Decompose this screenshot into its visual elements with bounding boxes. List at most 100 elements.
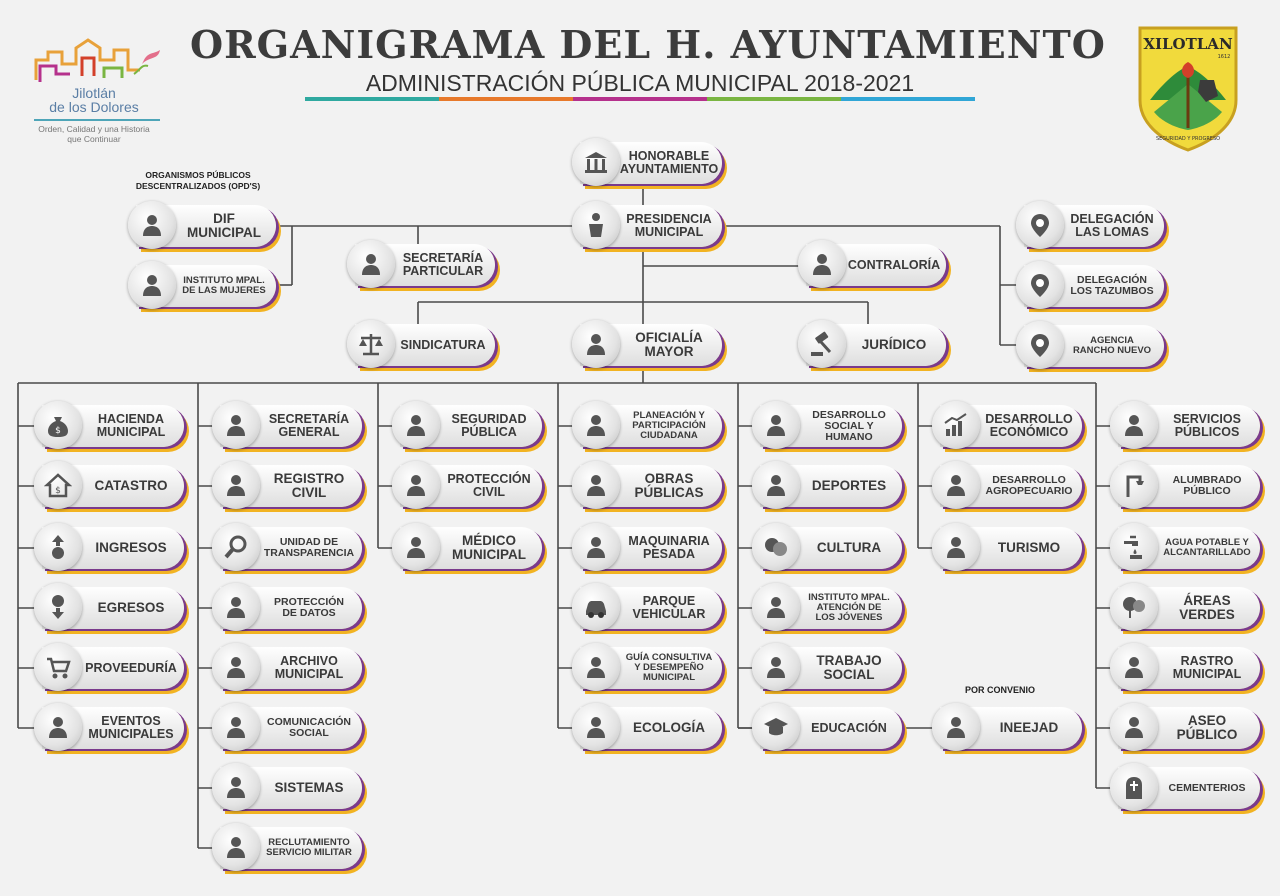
title-color-stripe bbox=[305, 97, 975, 101]
ledger-money-icon bbox=[798, 240, 846, 288]
coin-arrow-down-icon bbox=[34, 583, 82, 631]
org-node-label: PROTECCIÓN DE DATOS bbox=[273, 596, 344, 619]
soldier-flag-icon bbox=[212, 823, 260, 871]
graduation-cap-icon bbox=[752, 703, 800, 751]
org-node-label: MÉDICO MUNICIPAL bbox=[452, 533, 526, 562]
org-node-label: AGENCIA RANCHO NUEVO bbox=[1072, 335, 1152, 356]
org-node-label: CEMENTERIOS bbox=[1168, 781, 1246, 794]
org-node-juridico: JURÍDICO bbox=[798, 320, 946, 368]
balance-scale-icon bbox=[347, 320, 395, 368]
consultant-icon bbox=[572, 643, 620, 691]
services-icon bbox=[1110, 401, 1158, 449]
doctor-icon bbox=[392, 523, 440, 571]
car-icon bbox=[572, 583, 620, 631]
org-node-cementerios: CEMENTERIOS bbox=[1110, 763, 1260, 811]
org-node-label: CONTRALORÍA bbox=[847, 257, 941, 272]
location-pin-icon bbox=[1016, 261, 1064, 309]
org-node-deseconomico: DESARROLLO ECONÓMICO bbox=[932, 401, 1082, 449]
org-node-jovenes: INSTITUTO MPAL. ATENCIÓN DE LOS JÓVENES bbox=[752, 583, 902, 631]
logo-name: Jilotlán de los Dolores bbox=[24, 86, 164, 114]
org-node-mujeres: INSTITUTO MPAL. DE LAS MUJERES bbox=[128, 261, 276, 309]
org-node-label: HACIENDA MUNICIPAL bbox=[96, 412, 166, 439]
org-node-label: PRESIDENCIA MUNICIPAL bbox=[626, 212, 712, 239]
org-node-secparticular: SECRETARÍA PARTICULAR bbox=[347, 240, 495, 288]
org-node-label: REGISTRO CIVIL bbox=[273, 471, 345, 500]
dif-logo-icon bbox=[128, 201, 176, 249]
shopping-cart-icon bbox=[34, 643, 82, 691]
stripe-segment bbox=[439, 97, 573, 101]
org-node-label: DESARROLLO AGROPECUARIO bbox=[985, 474, 1073, 497]
xilotlan-coat-of-arms: XILOTLAN 1612 SEGURIDAD Y PROGRESO bbox=[1134, 22, 1242, 152]
org-node-sindicatura: SINDICATURA bbox=[347, 320, 495, 368]
wheat-gear-icon bbox=[932, 461, 980, 509]
org-node-label: EGRESOS bbox=[97, 600, 165, 615]
org-node-label: HONORABLE AYUNTAMIENTO bbox=[619, 149, 719, 176]
org-node-label: INSTITUTO MPAL. ATENCIÓN DE LOS JÓVENES bbox=[808, 592, 890, 623]
stripe-segment bbox=[841, 97, 975, 101]
org-node-label: DIF MUNICIPAL bbox=[187, 211, 261, 240]
org-node-label: PARQUE VEHICULAR bbox=[632, 594, 706, 621]
org-node-guia: GUÍA CONSULTIVA Y DESEMPEÑO MUNICIPAL bbox=[572, 643, 722, 691]
org-node-label: PROTECCIÓN CIVIL bbox=[447, 472, 531, 499]
civil-protection-icon bbox=[392, 461, 440, 509]
org-node-label: DEPORTES bbox=[811, 478, 887, 493]
org-node-lomas: DELEGACIÓN LAS LOMAS bbox=[1016, 201, 1164, 249]
org-node-areas: ÁREAS VERDES bbox=[1110, 583, 1260, 631]
org-node-deportes: DEPORTES bbox=[752, 461, 902, 509]
businessman-icon bbox=[212, 401, 260, 449]
speaking-head-icon bbox=[212, 703, 260, 751]
coin-arrow-up-icon bbox=[34, 523, 82, 571]
fiesta-icon bbox=[34, 703, 82, 751]
tombstone-icon bbox=[1110, 763, 1158, 811]
shield-year: 1612 bbox=[1218, 54, 1231, 60]
org-node-label: ALUMBRADO PÚBLICO bbox=[1172, 474, 1242, 497]
logo-name-line2: de los Dolores bbox=[49, 99, 139, 115]
org-node-sistemas: SISTEMAS bbox=[212, 763, 362, 811]
opd-section-label: ORGANISMOS PÚBLICOS DESCENTRALIZADOS (OP… bbox=[135, 170, 261, 191]
org-node-tazumbos: DELEGACIÓN LOS TAZUMBOS bbox=[1016, 261, 1164, 309]
org-node-transparencia: UNIDAD DE TRANSPARENCIA bbox=[212, 523, 362, 571]
gavel-icon bbox=[798, 320, 846, 368]
org-node-medico: MÉDICO MUNICIPAL bbox=[392, 523, 542, 571]
org-node-educacion: EDUCACIÓN bbox=[752, 703, 902, 751]
org-node-agua: AGUA POTABLE Y ALCANTARILLADO bbox=[1110, 523, 1260, 571]
org-node-label: CULTURA bbox=[816, 540, 882, 555]
trees-icon bbox=[1110, 583, 1158, 631]
org-node-alumbrado: ALUMBRADO PÚBLICO bbox=[1110, 461, 1260, 509]
org-node-desarrollosocial: DESARROLLO SOCIAL Y HUMANO bbox=[752, 401, 902, 449]
receptionist-icon bbox=[347, 240, 395, 288]
plant-hand-icon bbox=[572, 703, 620, 751]
family-icon bbox=[752, 643, 800, 691]
org-node-maquinaria: MAQUINARIA PESADA bbox=[572, 523, 722, 571]
org-node-label: SECRETARÍA PARTICULAR bbox=[402, 251, 484, 278]
org-node-protdatos: PROTECCIÓN DE DATOS bbox=[212, 583, 362, 631]
org-node-label: EVENTOS MUNICIPALES bbox=[88, 714, 174, 741]
org-node-label: OFICIALÍA MAYOR bbox=[635, 330, 703, 359]
org-node-label: INGRESOS bbox=[95, 540, 167, 555]
org-node-catastro: $CATASTRO bbox=[34, 461, 184, 509]
excavator-icon bbox=[572, 523, 620, 571]
org-node-secgeneral: SECRETARÍA GENERAL bbox=[212, 401, 362, 449]
cow-icon bbox=[1110, 643, 1158, 691]
org-node-rastro: RASTRO MUNICIPAL bbox=[1110, 643, 1260, 691]
org-node-trabajosocial: TRABAJO SOCIAL bbox=[752, 643, 902, 691]
org-node-obras: OBRAS PÚBLICAS bbox=[572, 461, 722, 509]
water-tap-icon bbox=[1110, 523, 1158, 571]
convenio-label: POR CONVENIO bbox=[964, 685, 1035, 695]
org-node-label: DELEGACIÓN LOS TAZUMBOS bbox=[1070, 274, 1154, 297]
org-node-label: TURISMO bbox=[997, 540, 1061, 555]
athlete-icon bbox=[752, 461, 800, 509]
org-node-label: ASEO PÚBLICO bbox=[1176, 713, 1238, 742]
org-node-label: ARCHIVO MUNICIPAL bbox=[274, 654, 344, 681]
people-group-icon bbox=[752, 401, 800, 449]
org-node-comunicacion: COMUNICACIÓN SOCIAL bbox=[212, 703, 362, 751]
org-node-egresos: EGRESOS bbox=[34, 583, 184, 631]
org-node-proveeduria: PROVEEDURÍA bbox=[34, 643, 184, 691]
binders-icon bbox=[212, 643, 260, 691]
org-node-label: INSTITUTO MPAL. DE LAS MUJERES bbox=[182, 275, 266, 296]
org-node-registro: REGISTRO CIVIL bbox=[212, 461, 362, 509]
government-building-icon bbox=[572, 138, 620, 186]
org-node-archivo: ARCHIVO MUNICIPAL bbox=[212, 643, 362, 691]
org-node-label: AGUA POTABLE Y ALCANTARILLADO bbox=[1163, 537, 1251, 558]
org-node-label: TRABAJO SOCIAL bbox=[816, 653, 882, 682]
